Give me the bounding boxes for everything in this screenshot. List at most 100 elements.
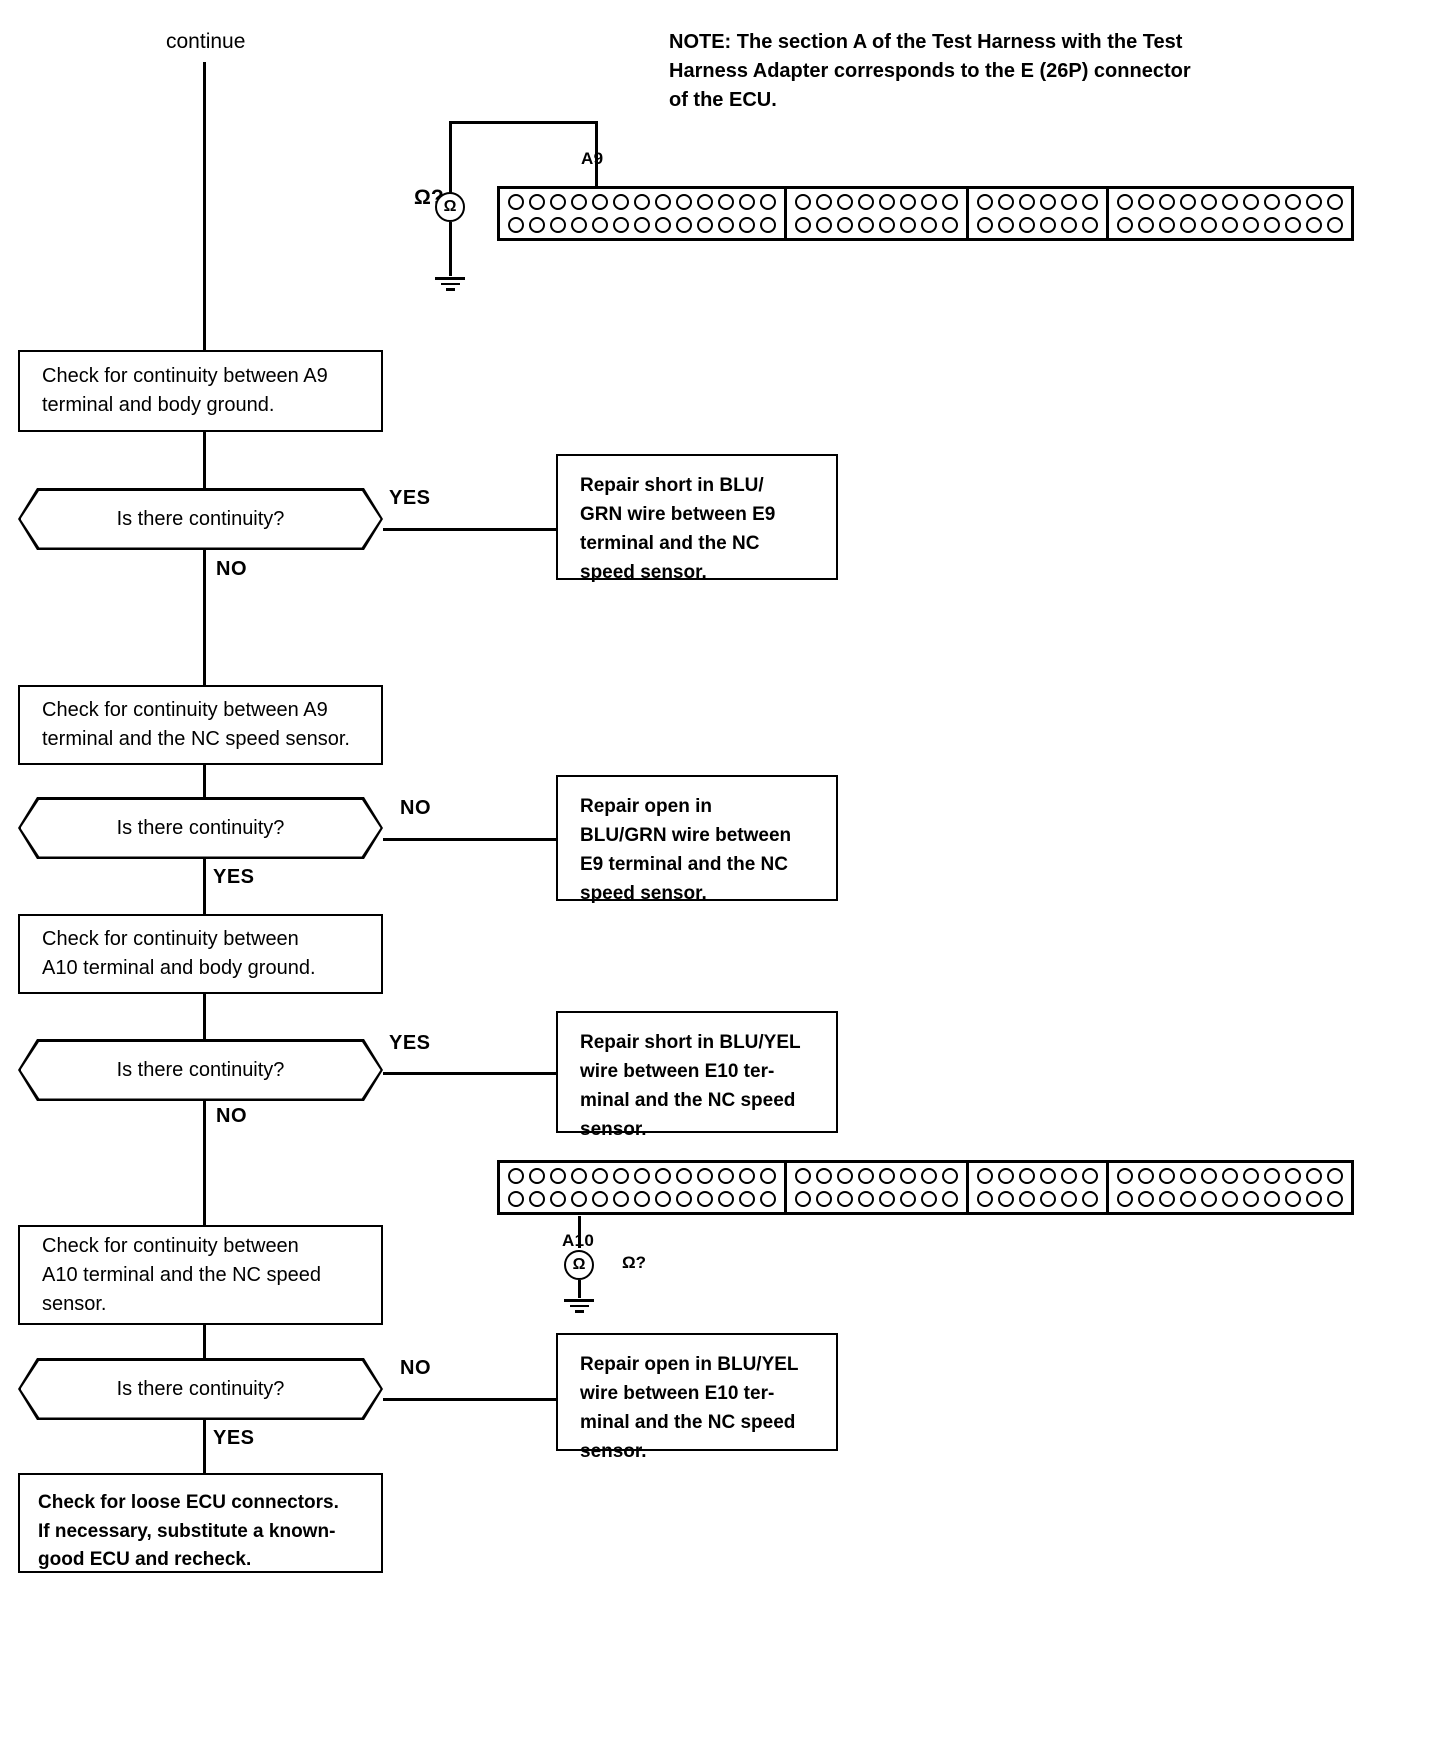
connector-pin <box>550 194 566 210</box>
connector-pin <box>900 194 916 210</box>
connector-pin <box>655 1191 671 1207</box>
connector-pin <box>760 1191 776 1207</box>
connector-pin <box>760 217 776 233</box>
flow-connector-line <box>203 1325 206 1358</box>
branch-label-no-1: NO <box>216 558 247 580</box>
repair-box-short-bluyel: Repair short in BLU/YEL wire between E10… <box>556 1011 838 1140</box>
connector-pin <box>655 194 671 210</box>
connector-pin <box>998 1168 1014 1184</box>
connector-pin <box>1159 194 1175 210</box>
connector-pin <box>816 217 832 233</box>
decision-shape-fill <box>20 1041 381 1099</box>
connector-pin <box>998 194 1014 210</box>
connector-pin <box>977 194 993 210</box>
connector-pin <box>1327 1168 1343 1184</box>
connector-pin <box>977 217 993 233</box>
decision-text: Is there continuity? <box>116 1058 285 1081</box>
connector-pin <box>1306 217 1322 233</box>
connector-pin <box>1061 194 1077 210</box>
connector-pin <box>921 194 937 210</box>
connector-pin <box>1264 217 1280 233</box>
connector-pin <box>998 1191 1014 1207</box>
connector-segment-c <box>969 189 1109 238</box>
decision-continuity-1: Is there continuity? <box>18 488 383 550</box>
branch-label-no-4: NO <box>400 1357 431 1379</box>
connector-pin <box>816 194 832 210</box>
process-box-text: Check for continuity between A9 terminal… <box>42 365 328 416</box>
connector-pin <box>613 194 629 210</box>
connector-pin <box>879 1191 895 1207</box>
connector-pin <box>1138 194 1154 210</box>
connector-pin-row-bottom <box>795 217 958 233</box>
connector-pin <box>760 1168 776 1184</box>
connector-pin-row-bottom <box>977 217 1098 233</box>
repair-box-short-blugrn: Repair short in BLU/ GRN wire between E9… <box>556 454 838 583</box>
decision-shape-fill <box>20 490 381 548</box>
connector-pin <box>739 217 755 233</box>
process-box-check-a9-sensor: Check for continuity between A9 terminal… <box>18 685 383 765</box>
connector-pin <box>1082 1168 1098 1184</box>
connector-pin <box>676 217 692 233</box>
connector-pin <box>1159 1191 1175 1207</box>
connector-pin-a9 <box>592 194 608 210</box>
connector-pin <box>900 1168 916 1184</box>
connector-pin <box>879 1168 895 1184</box>
connector-pin-row-top <box>795 1168 958 1184</box>
connector-pin <box>676 194 692 210</box>
connector-pin <box>1180 217 1196 233</box>
connector-pin <box>1327 194 1343 210</box>
flow-connector-line <box>203 550 206 685</box>
connector-pin <box>1201 1168 1217 1184</box>
connector-pin <box>760 194 776 210</box>
connector-pin <box>858 217 874 233</box>
connector-pin <box>1243 1191 1259 1207</box>
process-box-check-a10-ground: Check for continuity between A10 termina… <box>18 914 383 994</box>
connector-pin <box>592 217 608 233</box>
connector-pin <box>718 1191 734 1207</box>
connector-pin <box>529 1168 545 1184</box>
continue-label: continue <box>166 30 246 53</box>
decision-shape-fill <box>20 1360 381 1418</box>
connector-pin <box>1222 1191 1238 1207</box>
branch-label-yes-4: YES <box>213 1427 255 1449</box>
connector-pin <box>571 1191 587 1207</box>
process-box-check-a9-ground: Check for continuity between A9 terminal… <box>18 350 383 432</box>
connector-pin <box>816 1191 832 1207</box>
connector-pin <box>634 1168 650 1184</box>
connector-pin <box>634 217 650 233</box>
connector-pin <box>634 194 650 210</box>
decision-shape-fill <box>20 799 381 857</box>
connector-pin <box>1040 1168 1056 1184</box>
branch-label-no-3: NO <box>216 1105 247 1127</box>
probe-wire-a10-ground-vertical <box>578 1280 581 1298</box>
connector-pin <box>1117 1191 1133 1207</box>
connector-pin <box>571 1168 587 1184</box>
ohmmeter-symbol-bottom: Ω <box>564 1250 594 1280</box>
ohmmeter-symbol-top: Ω <box>435 192 465 222</box>
connector-pin <box>1285 1191 1301 1207</box>
branch-label-yes-2: YES <box>213 866 255 888</box>
connector-pin <box>977 1168 993 1184</box>
repair-box-open-blugrn: Repair open in BLU/GRN wire between E9 t… <box>556 775 838 904</box>
connector-pin-row-top <box>795 194 958 210</box>
flow-connector-line <box>203 432 206 488</box>
connector-segment-b <box>787 189 969 238</box>
connector-pin <box>1040 1191 1056 1207</box>
connector-pin <box>508 1168 524 1184</box>
repair-box-text: Repair short in BLU/ GRN wire between E9… <box>580 475 776 583</box>
connector-pin <box>1264 1168 1280 1184</box>
connector-pin-row-bottom <box>1117 217 1343 233</box>
probe-wire-left-vertical <box>449 121 452 197</box>
connector-pin <box>837 194 853 210</box>
connector-segment-c <box>969 1163 1109 1212</box>
connector-pin <box>942 217 958 233</box>
ohm-query-label-bottom: Ω? <box>622 1253 647 1272</box>
flow-connector-line <box>203 994 206 1039</box>
pin-label-a9: A9 <box>581 149 604 168</box>
connector-pin <box>676 1191 692 1207</box>
connector-pin <box>1222 194 1238 210</box>
connector-pin-a10 <box>592 1191 608 1207</box>
branch-line-yes-1 <box>383 528 558 531</box>
connector-pin <box>1243 1168 1259 1184</box>
flow-connector-line <box>203 765 206 797</box>
